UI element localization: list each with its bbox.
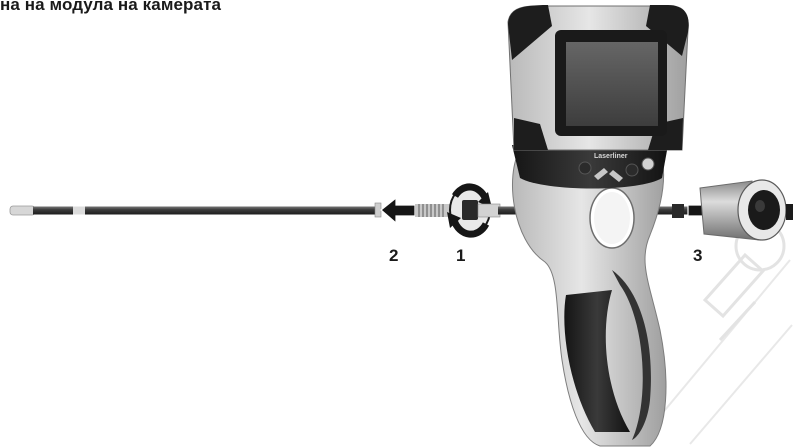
camera-screen bbox=[566, 42, 658, 126]
step-number-2: 2 bbox=[389, 246, 399, 265]
pull-left-arrow-icon bbox=[380, 196, 416, 225]
section-heading: на на модула на камерата bbox=[0, 0, 222, 14]
rotate-collar-icon bbox=[447, 183, 501, 238]
camera-module bbox=[699, 179, 793, 241]
camera-monitor bbox=[507, 5, 689, 151]
spring-coupling bbox=[415, 204, 450, 217]
probe-tube bbox=[9, 202, 382, 218]
step-number-3: 3 bbox=[693, 246, 703, 265]
brand-logo: Laserliner bbox=[594, 153, 628, 160]
camera-handle: Laserliner bbox=[511, 145, 668, 447]
step-number-1: 1 bbox=[456, 246, 466, 265]
